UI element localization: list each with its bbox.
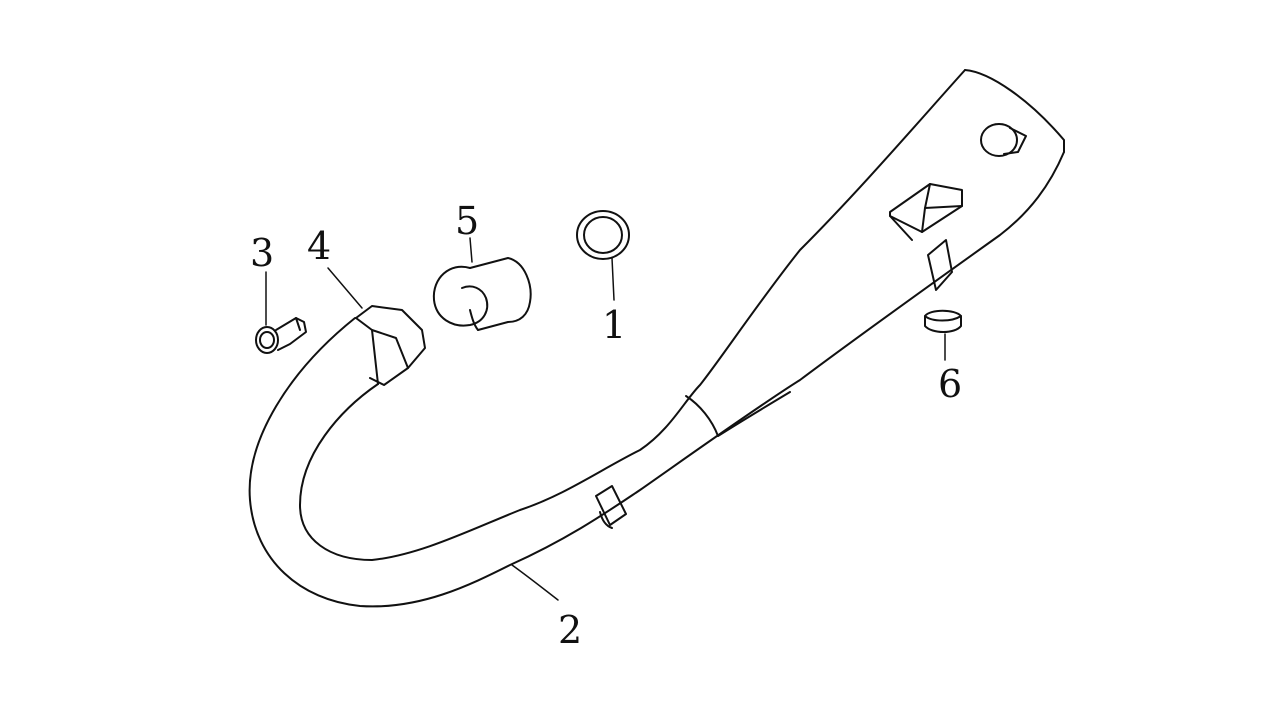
pipe-leader-part-2 bbox=[511, 564, 559, 601]
callout-2: 2 bbox=[558, 608, 582, 652]
callout-6: 6 bbox=[938, 362, 962, 406]
gasket-ring-part-1 bbox=[576, 210, 630, 301]
sleeve-part-5 bbox=[432, 237, 532, 331]
exhaust-pipe-part-2 bbox=[248, 69, 1065, 608]
bolt-part-3 bbox=[255, 271, 307, 354]
callout-5: 5 bbox=[455, 199, 479, 243]
callout-3: 3 bbox=[250, 231, 274, 275]
nut-part-6 bbox=[924, 309, 962, 361]
callout-1: 1 bbox=[602, 303, 626, 347]
flange-leader-part-4 bbox=[327, 267, 363, 309]
callout-4: 4 bbox=[307, 224, 331, 268]
